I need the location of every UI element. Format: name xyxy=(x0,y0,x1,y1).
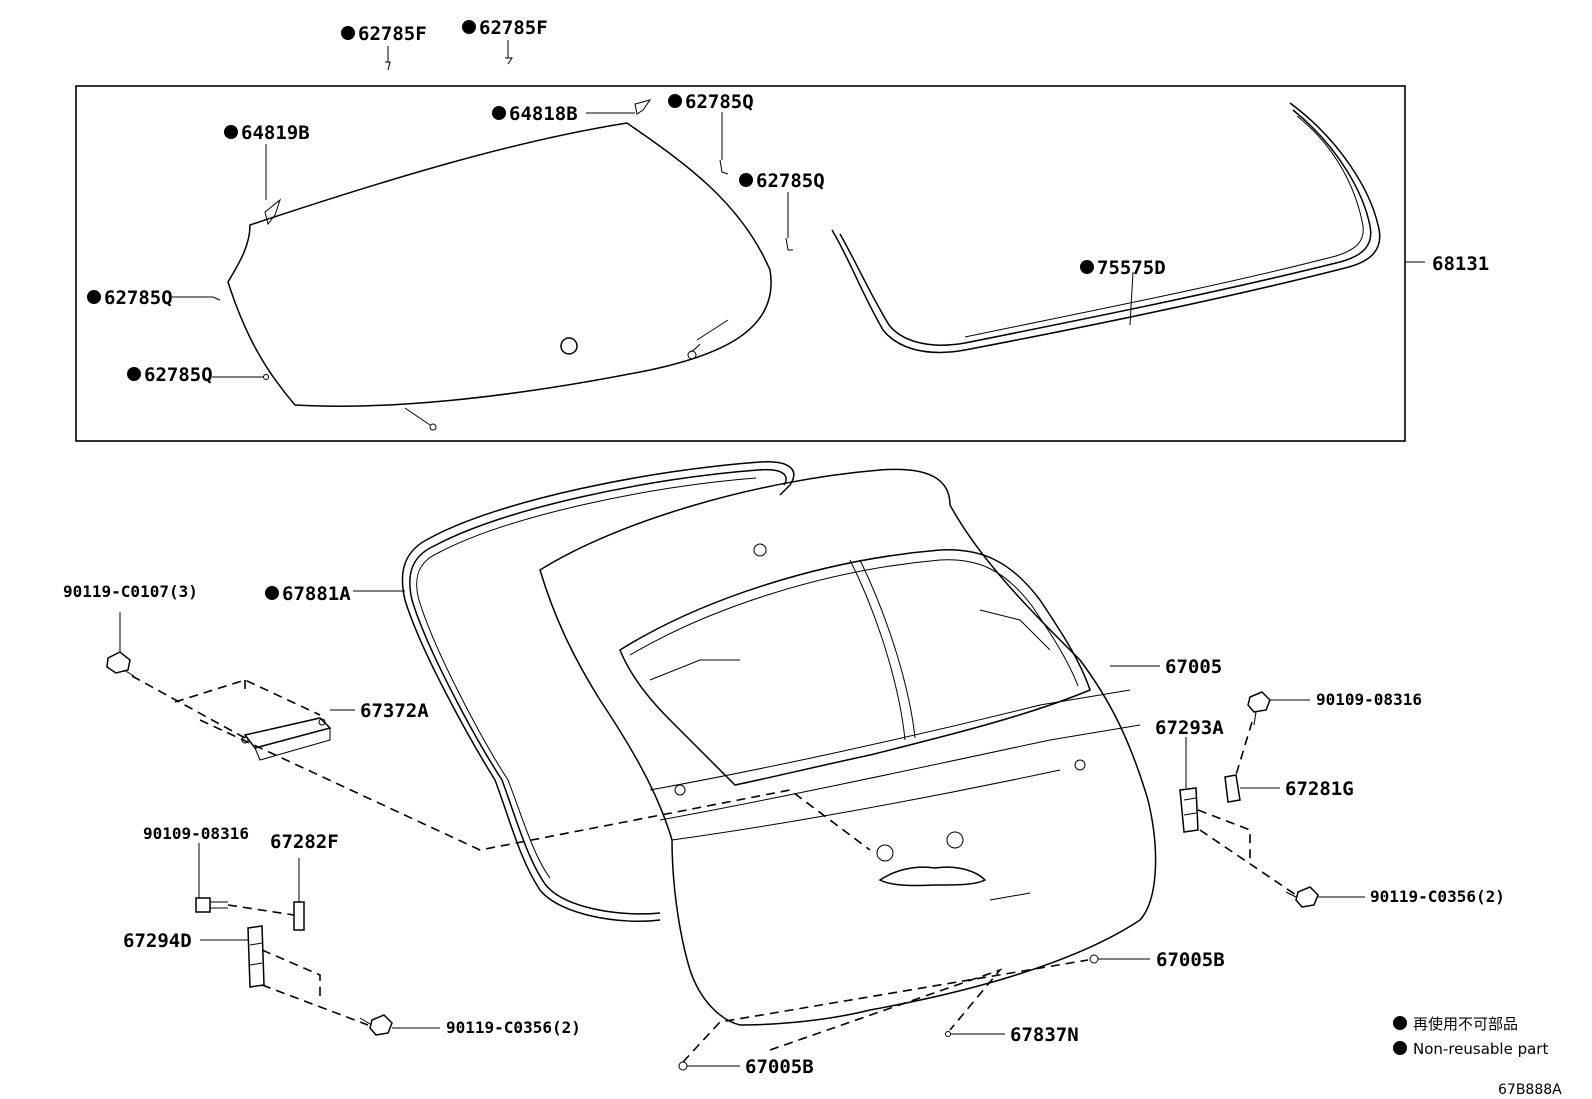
dash-right-2 xyxy=(1197,809,1297,896)
label-62785F-b: 62785F xyxy=(479,17,548,39)
label-90119-C0356-right: 90119-C0356(2) xyxy=(1370,887,1505,906)
back-door-panel-67005 xyxy=(539,468,1157,1026)
cushion-67005B-r-part xyxy=(1089,954,1099,964)
label-67282F: 67282F xyxy=(270,831,339,853)
label-75575D: 75575D xyxy=(1097,257,1166,279)
label-67294D: 67294D xyxy=(123,930,192,952)
label-90109-08316-left: 90109-08316 xyxy=(143,824,249,843)
label-62785Q-right: 62785Q xyxy=(756,170,825,192)
legend: 再使用不可部品 Non-reusable part xyxy=(1393,1015,1548,1058)
hinge-67372A-part xyxy=(241,717,332,761)
label-90119-C0356-left: 90119-C0356(2) xyxy=(446,1018,581,1037)
clip-62785Q-right-part xyxy=(785,237,793,251)
bumper-67293A-part xyxy=(1179,787,1199,833)
glass-assembly-frame xyxy=(75,85,1406,442)
legend-dot-en xyxy=(1393,1041,1407,1055)
bolt-90119-C0107-part xyxy=(106,651,135,677)
non-reusable-markers xyxy=(87,20,1094,600)
label-64818B: 64818B xyxy=(509,103,578,125)
legend-dot-jp xyxy=(1393,1016,1407,1030)
diagram-code: 67B888A xyxy=(1498,1082,1562,1098)
stopper-67282F-part xyxy=(293,901,305,931)
leader-lines xyxy=(119,40,1425,1067)
label-67005: 67005 xyxy=(1165,656,1222,678)
clip-62785F-a-part xyxy=(385,61,391,71)
label-67372A: 67372A xyxy=(360,700,429,722)
dash-right-1 xyxy=(1235,721,1253,776)
glass-molding xyxy=(831,102,1381,354)
label-67837N: 67837N xyxy=(1010,1024,1079,1046)
label-62785Q-left2: 62785Q xyxy=(144,364,213,386)
bolt-90109-08316-r-part xyxy=(1247,691,1271,726)
bolt-90109-08316-l-part xyxy=(195,897,228,913)
dash-hinge-bolt xyxy=(131,675,321,739)
bolt-90119-C0356-l-part xyxy=(359,1014,393,1036)
back-door-glass xyxy=(227,122,772,431)
clip-62785F-b-part xyxy=(505,57,513,65)
bolt-90119-C0356-r-part xyxy=(1285,886,1319,908)
label-67005B-bottom: 67005B xyxy=(745,1056,814,1078)
label-62785Q-top: 62785Q xyxy=(685,91,754,113)
label-67005B-right: 67005B xyxy=(1156,949,1225,971)
dash-left-lower-2 xyxy=(261,949,369,1026)
label-64819B: 64819B xyxy=(241,122,310,144)
dash-bottom xyxy=(682,959,1089,1063)
clip-67837N-part xyxy=(945,1031,951,1037)
label-90119-C0107: 90119-C0107(3) xyxy=(63,582,198,601)
label-62785Q-left1: 62785Q xyxy=(104,287,173,309)
label-68131: 68131 xyxy=(1432,253,1489,275)
label-90109-08316-right: 90109-08316 xyxy=(1316,690,1422,709)
label-67281G: 67281G xyxy=(1285,778,1354,800)
bracket-64818B-part xyxy=(634,99,652,115)
cushion-67005B-b-part xyxy=(678,1061,688,1071)
label-67293A: 67293A xyxy=(1155,717,1224,739)
legend-jp: 再使用不可部品 xyxy=(1413,1015,1518,1033)
bumper-67294D-part xyxy=(247,925,265,988)
clip-62785Q-top-part xyxy=(719,159,729,175)
weatherstrip-67881A xyxy=(401,461,795,922)
label-62785F-a: 62785F xyxy=(358,23,427,45)
legend-en: Non-reusable part xyxy=(1413,1040,1548,1058)
clip-62785Q-left2-part xyxy=(263,374,269,380)
bracket-64819B-part xyxy=(264,198,282,226)
stopper-67281G-part xyxy=(1224,774,1241,803)
dash-left-lower-1 xyxy=(227,904,295,916)
label-67881A: 67881A xyxy=(282,583,351,605)
clip-62785Q-left1-part xyxy=(212,296,221,301)
dash-hinge-door xyxy=(199,719,871,851)
